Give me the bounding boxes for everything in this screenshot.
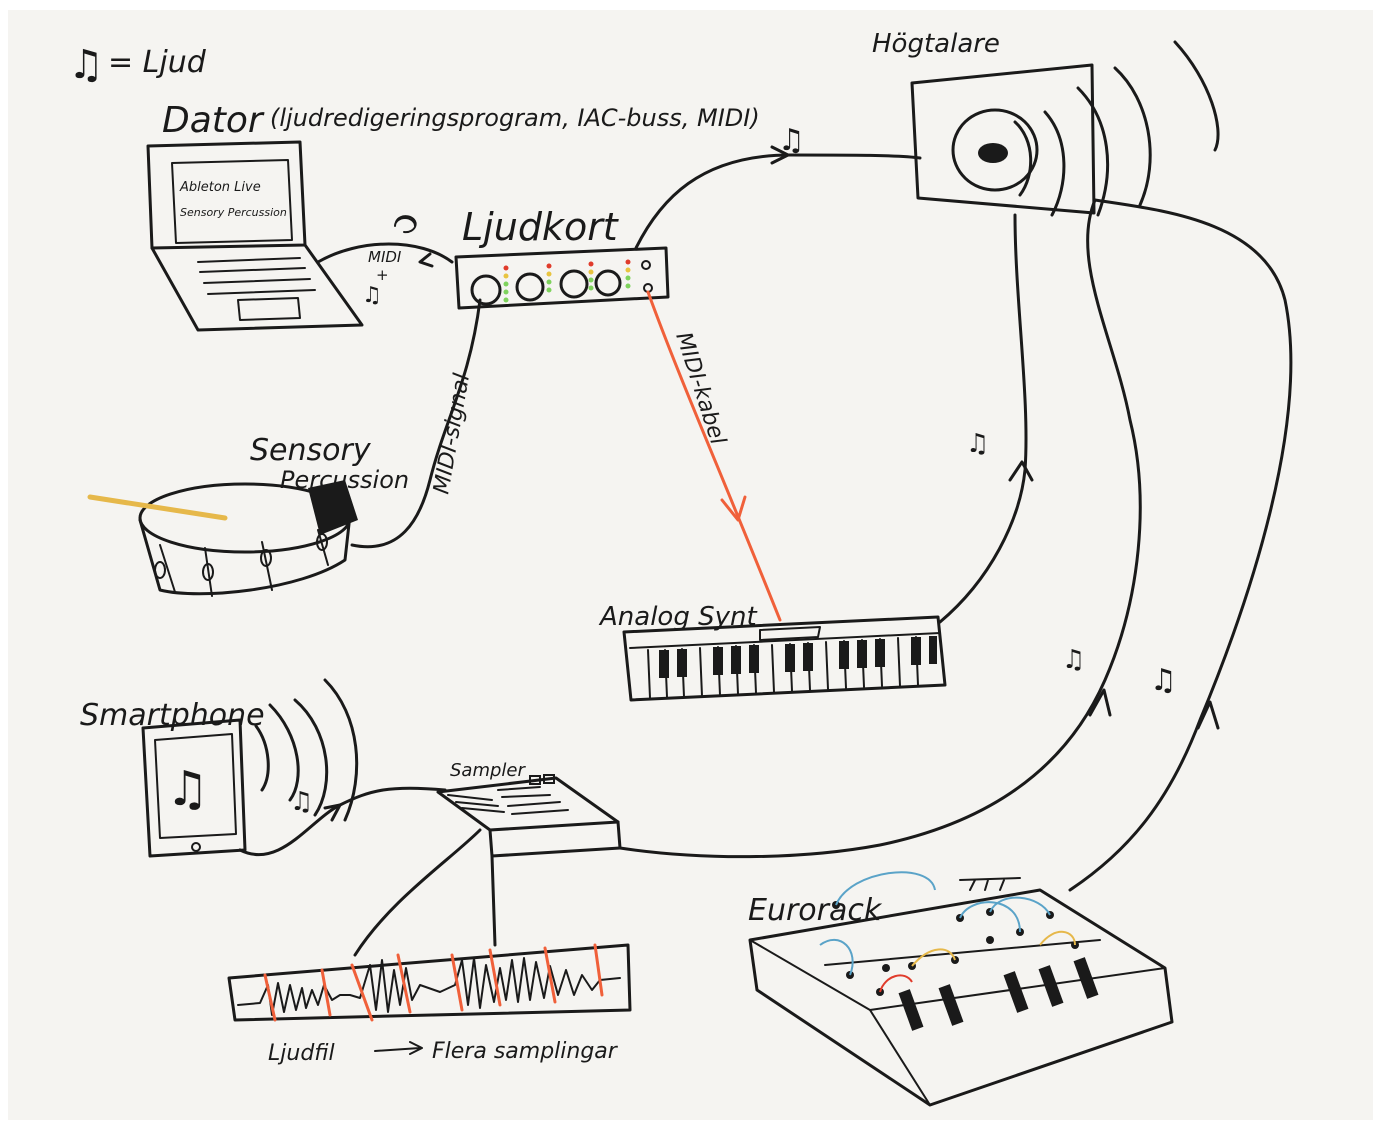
sampler-title: Sampler — [450, 760, 526, 781]
speaker-title: Högtalare — [872, 29, 1000, 59]
drum-title-line-1: Sensory — [250, 433, 372, 468]
cable-soundcard-speaker-note-icon: ♫ — [778, 123, 805, 158]
soundcard-title: Ljudkort — [462, 205, 620, 249]
midi-link-label-2: + — [376, 266, 389, 284]
cable-sampler-speaker-note-icon: ♫ — [1062, 645, 1085, 675]
smartphone-title: Smartphone — [80, 698, 265, 733]
computer-title: Dator — [162, 100, 265, 141]
audio-file-label: Ljudfil — [268, 1041, 335, 1066]
computer-subtitle: (ljudredigeringsprogram, IAC-buss, MIDI) — [270, 104, 760, 132]
audio-file-samples-label: Flera samplingar — [432, 1039, 619, 1064]
legend-text: = Ljud — [108, 45, 207, 80]
cable-smartphone-sampler-note-icon: ♫ — [290, 787, 313, 817]
cable-eurorack-speaker-note-icon: ♫ — [1150, 663, 1177, 698]
legend-note-icon: ♫ — [68, 42, 104, 88]
cable-synth-speaker-note-icon: ♫ — [966, 429, 989, 459]
paper-background — [8, 10, 1373, 1120]
smartphone-note-icon: ♫ — [166, 761, 209, 817]
eurorack-title: Eurorack — [748, 893, 883, 928]
midi-link-label-1: MIDI — [368, 248, 402, 266]
midi-link-note-icon: ♫ — [362, 283, 382, 308]
screen-line-1: Ableton Live — [179, 180, 261, 195]
screen-line-2: Sensory Percussion — [180, 206, 287, 219]
speaker-dust-cap — [978, 143, 1008, 163]
